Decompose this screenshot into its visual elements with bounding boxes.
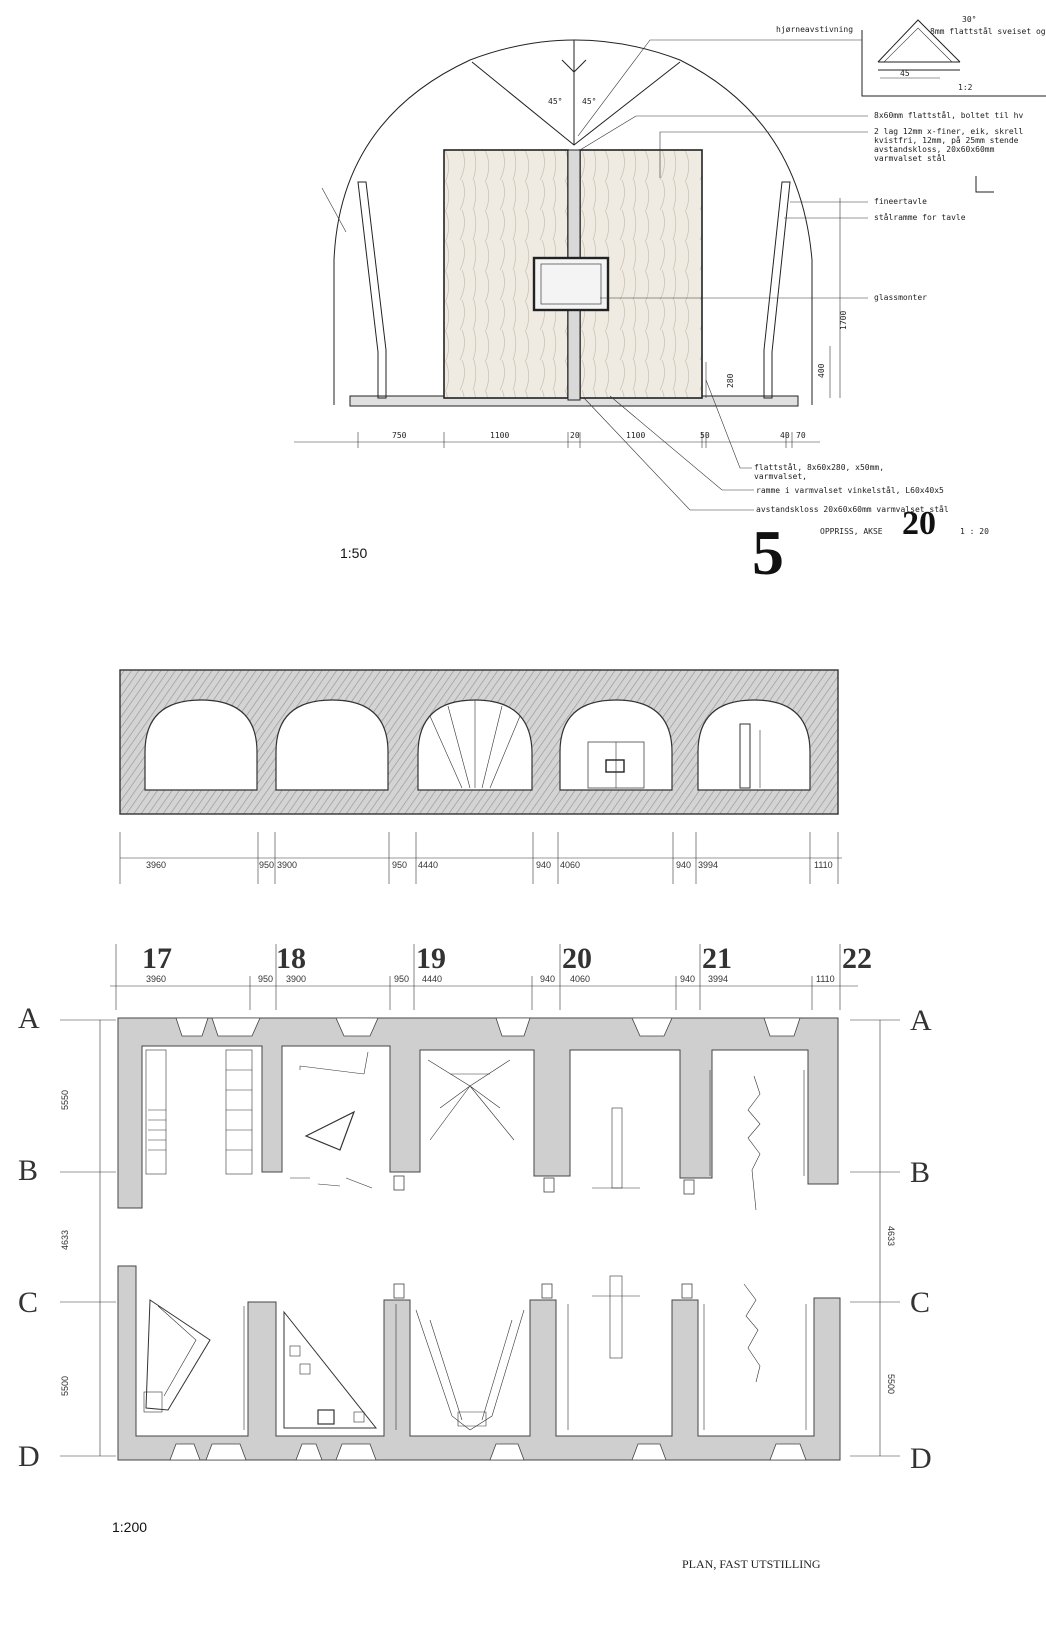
note-plywood: 2 lag 12mm x-finer, eik, skrell kvistfri… <box>874 127 1028 163</box>
detail-dim: 45 <box>900 69 910 78</box>
note-flatbar-bottom: flattstål, 8x60x280, x50mm, varmvalset, <box>754 462 889 481</box>
axis-21: 21 <box>702 942 732 975</box>
elevation-drawing: 30° 8mm flattstål sveiset og sl 45 1:2 4… <box>294 15 1046 588</box>
note-veneer-board: fineertavle <box>874 197 927 206</box>
plan-dim-left-4633: 4633 <box>60 1230 70 1250</box>
brace-chevron <box>561 59 587 73</box>
dim-70: 70 <box>796 431 806 440</box>
dim-v-1700: 1700 <box>839 311 848 330</box>
note-angle-frame: ramme i varmvalset vinkelstål, L60x40x5 <box>756 485 944 495</box>
note-board-frame: stålramme for tavle <box>874 212 966 222</box>
section-dim-6: 940 <box>536 860 551 870</box>
section-vault-5 <box>697 699 811 791</box>
plan-upper-block <box>117 1017 839 1209</box>
row-label-d-left: D <box>18 1440 40 1473</box>
row-label-b-right: B <box>910 1156 930 1189</box>
plan-dim-8: 940 <box>680 974 695 984</box>
axis-19: 19 <box>416 942 446 975</box>
row-label-b-left: B <box>18 1154 38 1187</box>
plan-upper-fixtures <box>145 1049 805 1211</box>
sheet-title: OPPRISS, AKSE <box>820 527 883 536</box>
dim-750: 750 <box>392 431 407 440</box>
plan-dim-right-5500: 5500 <box>886 1374 896 1394</box>
section-dim-ticks <box>119 832 839 884</box>
dim-v-400: 400 <box>817 363 826 378</box>
section-vault-2 <box>275 699 389 791</box>
row-label-d-right: D <box>910 1442 932 1475</box>
plan-lower-windows <box>169 1443 807 1461</box>
plan-dim-3: 3900 <box>286 974 306 984</box>
veneer-board-right <box>763 181 791 399</box>
dim-40: 40 <box>780 431 790 440</box>
plan-dim-6: 940 <box>540 974 555 984</box>
axis-number-title: 20 <box>902 505 936 542</box>
axis-22: 22 <box>842 942 872 975</box>
section-dim-5: 4440 <box>418 860 438 870</box>
plan-dim-right-4633: 4633 <box>886 1226 896 1246</box>
plan-dim-7: 4060 <box>570 974 590 984</box>
vertical-dimensions: 1700 400 280 <box>705 198 848 398</box>
plan-axis-lines <box>115 944 841 1010</box>
plan-drawing: 17 18 19 20 21 22 3960 950 3900 950 4440… <box>18 942 932 1571</box>
elevation-scale: 1:50 <box>340 545 367 561</box>
plan-lower-fixtures <box>143 1275 807 1431</box>
section-dim-7: 4060 <box>560 860 580 870</box>
plan-upper-windows <box>175 1017 801 1037</box>
axis-17: 17 <box>142 942 172 975</box>
section-dim-1: 3960 <box>146 860 166 870</box>
section-dim-3: 3900 <box>277 860 297 870</box>
title-scale: 1 : 20 <box>960 527 989 536</box>
section-dim-4: 950 <box>392 860 407 870</box>
plan-scale: 1:200 <box>112 1519 147 1535</box>
note-spacer-block: avstandskloss 20x60x60mm varmvalset stål <box>756 504 949 514</box>
dim-1100-right: 1100 <box>626 431 645 440</box>
bottom-dimensions: 750 1100 20 1100 50 40 70 <box>294 431 820 448</box>
glass-case <box>532 256 610 312</box>
plan-dim-4: 950 <box>394 974 409 984</box>
plan-dim-10: 1110 <box>816 974 835 984</box>
vault-arch <box>333 39 813 405</box>
section-vault-1 <box>144 699 258 791</box>
sheet-number: 5 <box>752 517 784 588</box>
plan-dim-2: 950 <box>258 974 273 984</box>
dim-20: 20 <box>570 431 580 440</box>
note-corner-brace: hjørneavstivning <box>776 25 853 34</box>
section-dim-8: 940 <box>676 860 691 870</box>
plan-dim-9: 3994 <box>708 974 728 984</box>
axis-20: 20 <box>562 942 592 975</box>
row-label-c-left: C <box>18 1286 38 1319</box>
detail-note-steel: 8mm flattstål sveiset og sl <box>930 26 1046 36</box>
axis-18: 18 <box>276 942 306 975</box>
plan-dim-left-5500: 5500 <box>60 1376 70 1396</box>
veneer-board-left <box>357 181 387 399</box>
plan-dim-5: 4440 <box>422 974 442 984</box>
note-glass-case: glassmonter <box>874 293 927 302</box>
angle-left: 45° <box>548 97 562 106</box>
dim-v-280: 280 <box>726 373 735 388</box>
angle-right: 45° <box>582 97 596 106</box>
plan-lower-pillars <box>393 1283 693 1299</box>
section-dim-2: 950 <box>259 860 274 870</box>
leader-lines <box>321 39 868 511</box>
dim-50: 50 <box>700 431 710 440</box>
note-flatbar-bolted: 8x60mm flattstål, boltet til hv <box>874 110 1023 120</box>
row-label-a-left: A <box>18 1002 40 1035</box>
dim-1100-left: 1100 <box>490 431 509 440</box>
detail-sketch: 30° 8mm flattstål sveiset og sl 45 1:2 <box>861 15 1046 193</box>
detail-angle: 30° <box>962 15 976 24</box>
row-label-c-right: C <box>910 1286 930 1319</box>
section-dim-9: 3994 <box>698 860 718 870</box>
plan-dim-left-5550: 5550 <box>60 1090 70 1110</box>
plan-caption: PLAN, FAST UTSTILLING <box>682 1557 821 1571</box>
plan-lower-block <box>117 1265 841 1461</box>
section-drawing: 3960 950 3900 950 4440 940 4060 940 3994… <box>119 669 842 884</box>
row-label-a-right: A <box>910 1004 932 1037</box>
section-dim-10: 1110 <box>814 860 833 870</box>
detail-scale: 1:2 <box>958 83 973 92</box>
plan-upper-pillars <box>393 1175 695 1195</box>
plan-dim-1: 3960 <box>146 974 166 984</box>
corner-brace <box>471 40 681 146</box>
plan-row-lines <box>60 1019 900 1457</box>
